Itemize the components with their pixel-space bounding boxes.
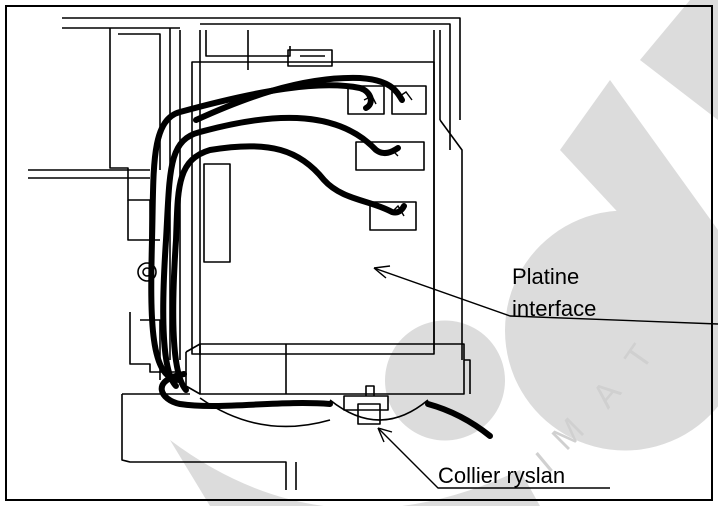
watermark-bar-1 — [560, 80, 718, 320]
watermark-bar-2 — [640, 0, 718, 120]
watermark-ring — [385, 210, 718, 451]
leader-platine — [373, 267, 718, 325]
leader-collier — [377, 427, 610, 489]
watermark-logo — [170, 0, 718, 506]
cables — [148, 74, 493, 439]
drawing-lines — [28, 17, 718, 490]
label-collier-ryslan: Collier ryslan — [438, 463, 566, 488]
outer-border — [5, 5, 713, 501]
cable-tips — [363, 91, 413, 217]
label-platine-line-2: interface — [512, 296, 597, 321]
label-platine-line-1: Platine — [512, 264, 580, 289]
leader-platine-arrow — [373, 265, 391, 279]
leader-collier-arrow — [377, 427, 393, 443]
